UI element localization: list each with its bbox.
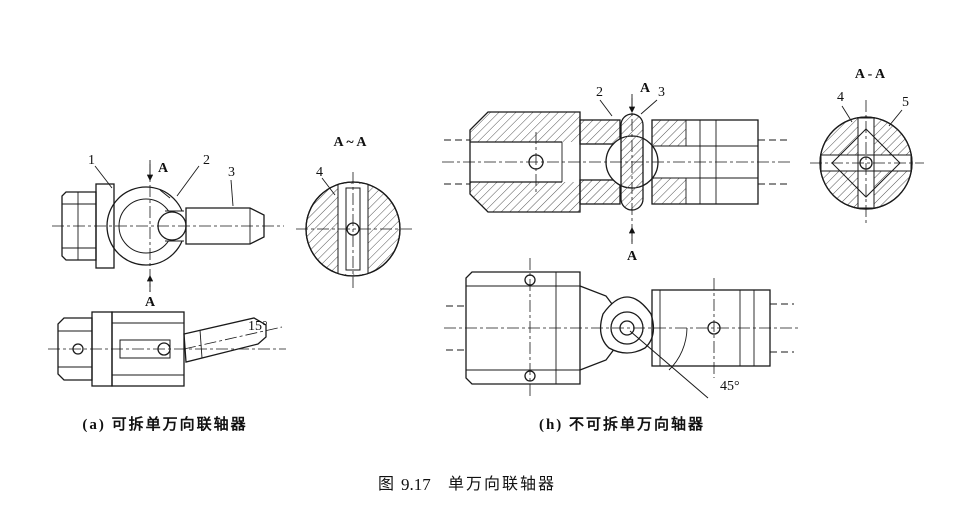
section-title-b: A - A — [855, 67, 886, 82]
section-arrow-label-bottom-b: A — [627, 249, 638, 264]
part-label-2-b: 2 — [596, 85, 603, 100]
part-label-5-b: 5 — [902, 95, 909, 110]
figure-number-prefix: 图 — [378, 476, 396, 493]
part-label-3-b: 3 — [658, 85, 665, 100]
swing-angle-line — [629, 330, 709, 399]
angle-label-b: 45° — [720, 379, 740, 394]
section-arrow-label-bottom-a: A — [145, 295, 156, 310]
part-label-2-a: 2 — [203, 153, 210, 168]
labels: 1 2 3 4 A A A ~ A 15° 2 3 4 5 A A A - A … — [82, 67, 909, 494]
part-label-4-b: 4 — [837, 90, 844, 105]
section-arrow-label-top-b: A — [640, 81, 651, 96]
fig-a-side-view — [61, 183, 265, 269]
centerlines — [48, 98, 924, 398]
leader-lines — [94, 94, 903, 292]
figure-number: 9.17 — [401, 475, 431, 494]
caption-fig-a: (a) 可拆单万向联轴器 — [82, 415, 247, 433]
part-label-3-a: 3 — [228, 165, 235, 180]
tilted-pin — [183, 317, 267, 363]
figure-title: 单万向联轴器 — [448, 475, 556, 493]
fig-b-outline-view — [446, 271, 794, 399]
section-title-a: A ~ A — [334, 135, 368, 150]
caption-fig-b: (h) 不可拆单万向轴器 — [539, 415, 705, 433]
section-arrow-label-top-a: A — [158, 161, 169, 176]
part-label-1-a: 1 — [88, 153, 95, 168]
part-label-4-a: 4 — [316, 165, 323, 180]
angle-label-a: 15° — [248, 319, 268, 334]
